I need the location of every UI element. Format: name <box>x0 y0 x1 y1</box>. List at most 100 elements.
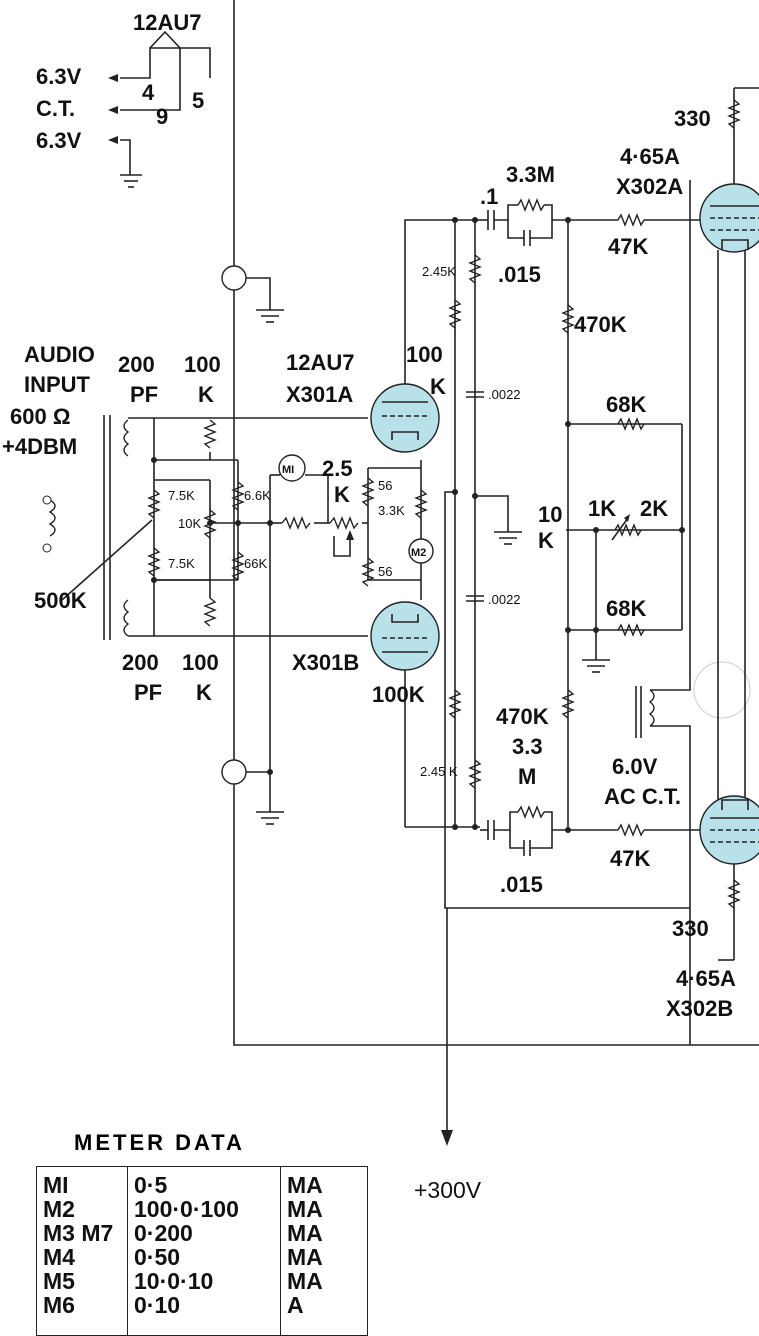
meter-cell-range: 100·0·100 <box>134 1196 239 1222</box>
label-r470k-top: 470K <box>574 312 627 337</box>
label-r470k-bot: 470K <box>496 704 549 729</box>
input-transformer <box>42 415 368 640</box>
label-c200-top: 200 <box>118 352 155 377</box>
tube-x302b <box>699 795 759 961</box>
label-ohms: 600 Ω <box>10 404 70 429</box>
ground-bottom <box>221 759 284 825</box>
label-pf-top: PF <box>130 382 158 407</box>
label-r245k-b: 2.45 K <box>420 764 458 779</box>
label-x301b: X301B <box>292 650 359 675</box>
meter-cell-range: 0·10 <box>134 1292 181 1318</box>
label-r245k-a: 2.45K <box>422 264 456 279</box>
ground-top <box>221 265 284 323</box>
label-heater-6v3-bot: 6.3V <box>36 128 82 153</box>
label-r47k-b: 47K <box>610 846 650 871</box>
label-r330-b: 330 <box>672 916 709 941</box>
label-c1: .1 <box>480 184 498 209</box>
label-r75k-a: 7.5K <box>168 488 195 503</box>
label-pin9: 9 <box>156 104 168 129</box>
label-heater-tube: 12AU7 <box>133 10 201 35</box>
label-heater-ct: C.T. <box>36 96 75 121</box>
meter-cell-range: 0·50 <box>134 1244 181 1270</box>
meter-cell-name: M5 <box>43 1268 75 1294</box>
coupling-bottom <box>480 805 700 856</box>
label-r100-bot: 100 <box>182 650 219 675</box>
label-r33k: 3.3K <box>378 503 405 518</box>
label-r2k: 2K <box>640 496 668 521</box>
label-c015-top: .015 <box>498 262 541 287</box>
meter-cell-range: 0·200 <box>134 1220 193 1246</box>
meter-cell-name: MI <box>43 1172 69 1198</box>
meter-cell-range: 0·5 <box>134 1172 168 1198</box>
meter-cell-unit: MA <box>287 1244 323 1270</box>
label-r68k-a: 68K <box>606 392 646 417</box>
label-r1k: 1K <box>588 496 616 521</box>
meter-m1 <box>278 454 329 523</box>
label-pin4: 4 <box>142 80 155 105</box>
label-r56-a: 56 <box>378 478 392 493</box>
label-input: INPUT <box>24 372 91 397</box>
heater-circuit <box>108 30 211 188</box>
label-x302a: X302A <box>616 174 683 199</box>
label-r25: 2.5 <box>322 456 353 481</box>
label-tube-12au7: 12AU7 <box>286 350 354 375</box>
label-r100-top: 100 <box>184 352 221 377</box>
labels: 12AU7 6.3V C.T. 6.3V 4 9 5 AUDIO INPUT 6… <box>2 10 736 1203</box>
filament-transformer <box>635 180 751 1045</box>
label-v60: 6.0V <box>612 754 658 779</box>
label-r33-bot: 3.3 <box>512 734 543 759</box>
label-m1: MI <box>282 464 294 476</box>
label-r10k-pot: 10 <box>538 502 562 527</box>
label-pf-bot: PF <box>134 680 162 705</box>
label-b-plus: +300V <box>414 1177 482 1203</box>
meter-cell-unit: MA <box>287 1172 323 1198</box>
label-r330-a: 330 <box>674 106 711 131</box>
label-m-bot: M <box>518 764 536 789</box>
meter-cell-name: M2 <box>43 1196 75 1222</box>
label-r66k-a: 6.6K <box>244 488 271 503</box>
meter-data-title: METER DATA <box>74 1130 245 1155</box>
pot-2-5k <box>329 460 428 600</box>
meter-cell-name: M6 <box>43 1292 75 1318</box>
bias-network <box>565 417 685 673</box>
input-network <box>147 418 330 772</box>
label-k-top: K <box>198 382 214 407</box>
label-r75k-b: 7.5K <box>168 556 195 571</box>
label-r10k: 10K <box>178 516 201 531</box>
label-c0022-a: .0022 <box>488 387 521 402</box>
label-500k: 500K <box>34 588 87 613</box>
label-k-bot: K <box>196 680 212 705</box>
label-r25-k: K <box>334 482 350 507</box>
label-dbm: +4DBM <box>2 434 77 459</box>
meter-cell-unit: MA <box>287 1196 323 1222</box>
meter-cell-range: 10·0·10 <box>134 1268 214 1294</box>
plate-network <box>404 217 690 1146</box>
label-acct: AC C.T. <box>604 784 681 809</box>
label-r68k-b: 68K <box>606 596 646 621</box>
label-x302a-type: 4·65A <box>620 144 680 169</box>
label-r47k-a: 47K <box>608 234 648 259</box>
tube-x301a <box>370 345 440 453</box>
label-x302b: X302B <box>666 996 733 1021</box>
label-r100k-plate-a: 100 <box>406 342 443 367</box>
label-r100k-plate-b: 100K <box>372 682 425 707</box>
meter-cell-name: M4 <box>43 1244 75 1270</box>
label-x301a: X301A <box>286 382 353 407</box>
label-audio: AUDIO <box>24 342 95 367</box>
meter-cell-unit: A <box>287 1292 304 1318</box>
label-r100k-plate-a-k: K <box>430 374 446 399</box>
label-c015-bot: .015 <box>500 872 543 897</box>
label-heater-6v3-top: 6.3V <box>36 64 82 89</box>
meter-cell-unit: MA <box>287 1220 323 1246</box>
label-x302b-type: 4·65A <box>676 966 736 991</box>
label-pin5: 5 <box>192 88 204 113</box>
tube-x302a <box>699 87 759 810</box>
tube-x301b <box>370 601 440 827</box>
